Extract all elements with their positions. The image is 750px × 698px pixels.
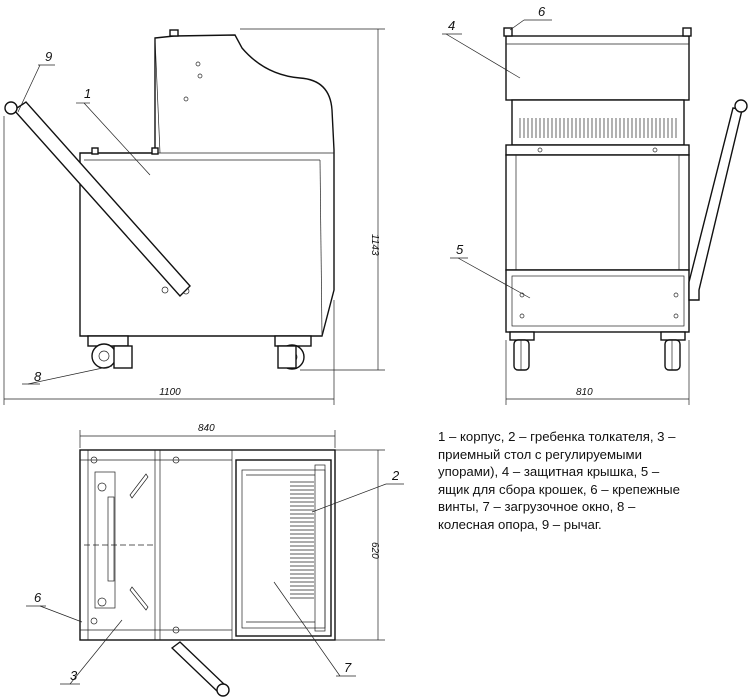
comb-teeth	[519, 118, 677, 138]
dim-side-length: 1100	[159, 387, 181, 398]
callout-9: 9	[45, 49, 52, 64]
side-view: 1100 1143 1 9 8	[3, 28, 385, 405]
dim-top-depth: 620	[369, 542, 380, 559]
dim-top-width: 840	[198, 423, 215, 434]
front-view: 810 4 6 5	[442, 4, 748, 405]
callout-4: 4	[448, 18, 455, 33]
parts-legend: 1 – корпус, 2 – гребенка толкателя, 3 – …	[438, 429, 680, 532]
callout-3: 3	[70, 668, 78, 683]
dim-side-height: 1143	[369, 234, 380, 256]
top-comb	[290, 481, 314, 599]
callout-7: 7	[344, 660, 352, 675]
callout-8: 8	[34, 369, 42, 384]
callout-2: 2	[391, 468, 400, 483]
callout-5: 5	[456, 242, 464, 257]
callout-1: 1	[84, 86, 91, 101]
callout-6: 6	[538, 4, 546, 19]
callout-top-6: 6	[34, 590, 42, 605]
dim-front-width: 810	[576, 387, 593, 398]
top-view: 840 620 6 3 2 7	[26, 423, 404, 697]
